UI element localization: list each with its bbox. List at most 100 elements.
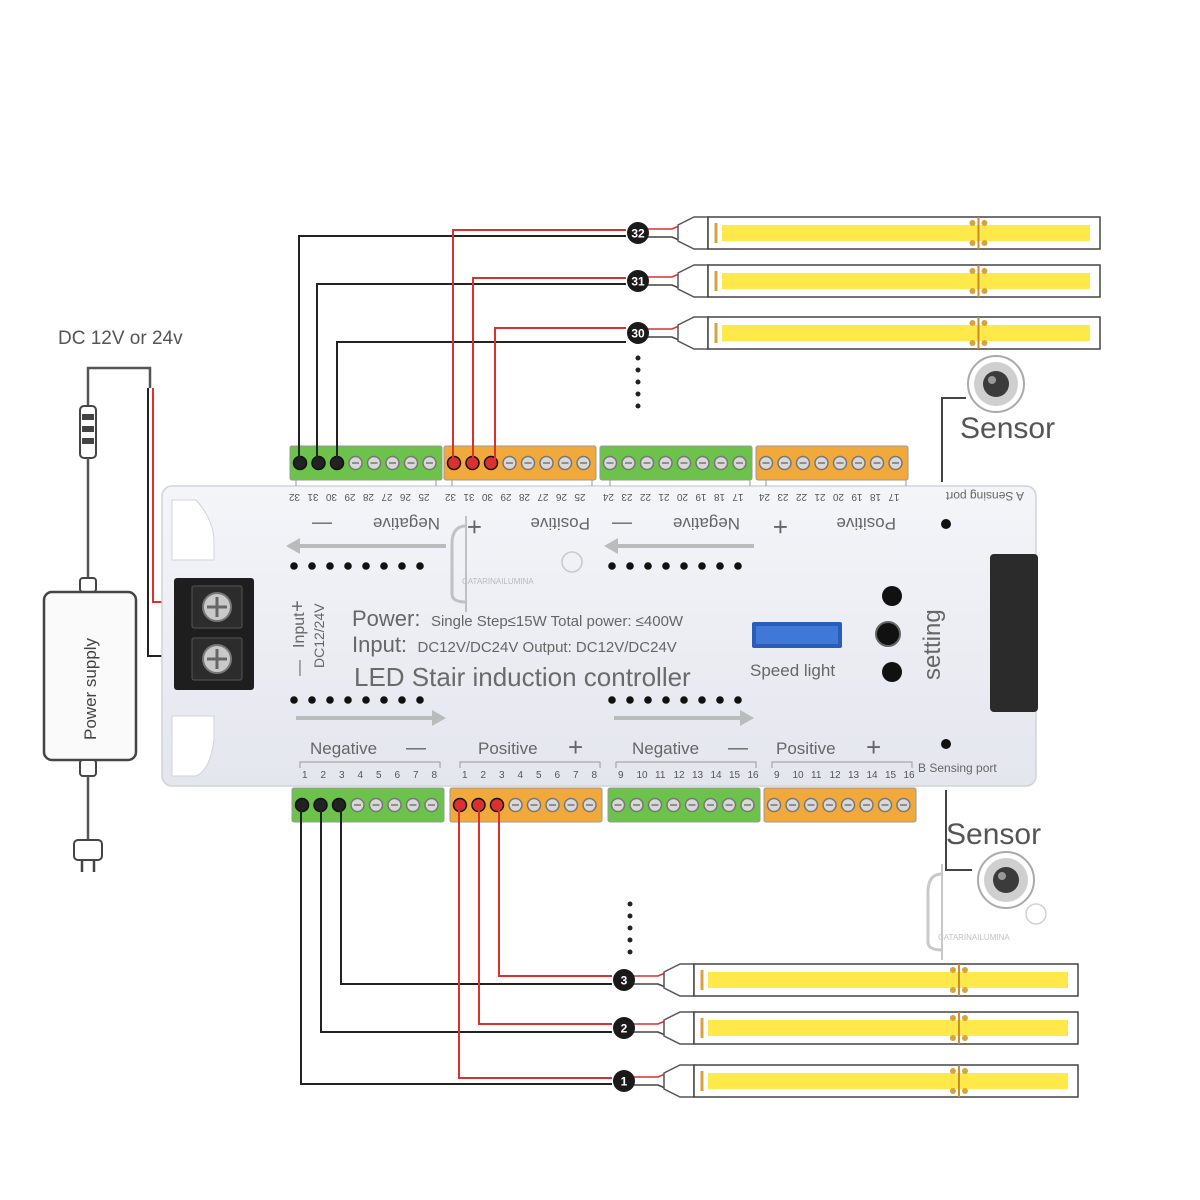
power-supply-group: DC 12V or 24v Power supply bbox=[42, 328, 205, 872]
top-channel-number: 30 bbox=[325, 491, 337, 502]
top-channel-number: 28 bbox=[518, 491, 530, 502]
led-indicator-dot bbox=[608, 562, 616, 570]
top-strip-30: 30 bbox=[627, 316, 1101, 350]
top-channel-number: 31 bbox=[307, 491, 319, 502]
svg-text:Input: Input bbox=[291, 612, 308, 648]
led-indicator-dot bbox=[716, 696, 724, 704]
top-label-positive: Positive bbox=[836, 514, 896, 533]
top-channel-number: 21 bbox=[814, 491, 826, 502]
led-indicator-dot bbox=[698, 562, 706, 570]
led-indicator-dot bbox=[662, 562, 670, 570]
bottom-channel-number: 2 bbox=[481, 770, 487, 781]
bottom-channel-number: 13 bbox=[692, 770, 704, 781]
power-input-label: DC 12V or 24v bbox=[58, 328, 183, 349]
wire-sensor-b bbox=[945, 790, 972, 871]
terminal-blocks bbox=[289, 445, 917, 823]
watermark-1: CATARINAILUMINA bbox=[450, 516, 583, 612]
led-indicator-dot bbox=[698, 696, 706, 704]
wire-positive-2 bbox=[478, 804, 612, 1025]
top-channel-number: 19 bbox=[695, 491, 707, 502]
led-indicator-dot bbox=[380, 562, 388, 570]
bulb-icon bbox=[561, 551, 583, 573]
channel-badge bbox=[613, 969, 635, 991]
led-indicator-dot bbox=[680, 696, 688, 704]
wire-negative-31 bbox=[316, 283, 626, 462]
top-channel-number: 23 bbox=[621, 491, 633, 502]
top-channel-number: 24 bbox=[602, 491, 614, 502]
led-indicator-dot bbox=[398, 696, 406, 704]
sensor-b: Sensor bbox=[946, 818, 1041, 909]
led-indicator-dot bbox=[734, 696, 742, 704]
bottom-channel-number: 12 bbox=[674, 770, 686, 781]
top-channel-number: 22 bbox=[795, 491, 807, 502]
sensing-port-b-dot bbox=[941, 739, 951, 749]
bottom-channel-number: 16 bbox=[748, 770, 760, 781]
bottom-channel-number: 13 bbox=[848, 770, 860, 781]
bottom-channel-number: 7 bbox=[413, 770, 419, 781]
bottom-channel-number: 5 bbox=[536, 770, 542, 781]
svg-text:—: — bbox=[291, 660, 308, 676]
controller-title: LED Stair induction controller bbox=[354, 662, 691, 692]
setting-button-up[interactable] bbox=[882, 586, 902, 606]
bottom-channel-number: 2 bbox=[321, 770, 327, 781]
controller: + Input — DC12/24V Power: Single Step≤15… bbox=[161, 479, 1038, 787]
sensor-b-label: Sensor bbox=[946, 818, 1041, 851]
bottom-polarity-labels: Negative—Positive+Negative—Positive+ bbox=[310, 732, 881, 762]
led-indicator-dot bbox=[608, 696, 616, 704]
led-indicator-dot bbox=[344, 562, 352, 570]
bottom-channel-number: 14 bbox=[867, 770, 879, 781]
bottom-channel-number: 10 bbox=[637, 770, 649, 781]
setting-label: setting bbox=[919, 609, 946, 680]
bottom-label-positive: Positive bbox=[776, 739, 836, 758]
led-indicator-dot bbox=[416, 696, 424, 704]
sensing-port-a-dot bbox=[941, 519, 951, 529]
top-channel-number: 29 bbox=[500, 491, 512, 502]
top-channel-number: 17 bbox=[732, 491, 744, 502]
top-channel-number: 31 bbox=[463, 491, 475, 502]
plus-icon: + bbox=[866, 732, 881, 762]
bottom-terminal-screw bbox=[331, 797, 347, 813]
led-indicator-dot bbox=[290, 562, 298, 570]
bottom-strip-3: 3 bbox=[613, 963, 1079, 997]
watermark-2: CATARINAILUMINA bbox=[926, 864, 1047, 960]
bottom-channel-number: 11 bbox=[655, 770, 666, 781]
channel-badge bbox=[627, 322, 649, 344]
bottom-channel-number: 14 bbox=[711, 770, 723, 781]
led-indicator-dot bbox=[326, 562, 334, 570]
wire-positive-32 bbox=[452, 229, 626, 462]
top-label-positive: Positive bbox=[530, 514, 590, 533]
channel-badge bbox=[613, 1070, 635, 1092]
bottom-channel-number: 8 bbox=[592, 770, 598, 781]
bottom-terminal-block-3 bbox=[607, 787, 761, 823]
bottom-channel-number: 6 bbox=[395, 770, 401, 781]
bottom-channel-number: 12 bbox=[830, 770, 842, 781]
channel-badge-number: 2 bbox=[621, 1022, 628, 1036]
led-indicator-dot bbox=[362, 562, 370, 570]
plus-icon: + bbox=[568, 732, 583, 762]
bottom-label-negative: Negative bbox=[310, 739, 377, 758]
bottom-terminal-block-2 bbox=[449, 787, 603, 823]
watermark-text-1: CATARINAILUMINA bbox=[462, 577, 534, 586]
top-terminal-block-3 bbox=[599, 445, 753, 481]
led-indicator-dot bbox=[662, 696, 670, 704]
wire-negative-1 bbox=[300, 804, 612, 1085]
power-cable bbox=[86, 366, 152, 408]
channel-badge bbox=[627, 270, 649, 292]
top-channel-number: 32 bbox=[288, 491, 300, 502]
minus-icon: — bbox=[728, 737, 748, 759]
indicator-dots bbox=[290, 562, 742, 704]
setting-button-middle[interactable] bbox=[875, 621, 901, 647]
bottom-channel-number: 1 bbox=[462, 770, 468, 781]
bottom-channel-number: 7 bbox=[573, 770, 579, 781]
wire-positive-1 bbox=[458, 804, 612, 1079]
led-indicator-dot bbox=[308, 562, 316, 570]
sensor-b-lens-icon bbox=[993, 867, 1019, 893]
led-indicator-dot bbox=[308, 696, 316, 704]
setting-button-down[interactable] bbox=[882, 662, 902, 682]
top-channel-number: 27 bbox=[381, 491, 393, 502]
bottom-channel-number: 15 bbox=[885, 770, 897, 781]
bottom-channel-number: 4 bbox=[518, 770, 524, 781]
